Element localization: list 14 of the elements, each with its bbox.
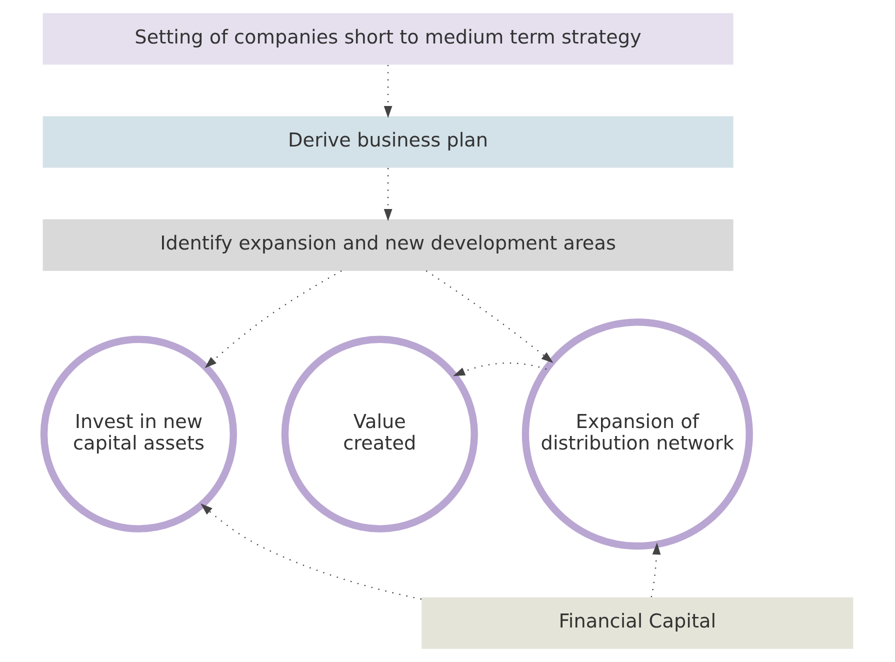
node-circle: Value created <box>280 336 478 532</box>
arrow <box>425 270 553 364</box>
node-box: Financial Capital <box>421 597 853 649</box>
arrow <box>204 270 342 368</box>
arrow <box>452 362 546 376</box>
node-box: Identify expansion and new development areas <box>42 219 733 271</box>
arrow <box>383 168 392 222</box>
node-box: Derive business plan <box>42 116 733 168</box>
arrow <box>383 64 392 118</box>
node-circle: Invest in new capital assets <box>40 336 236 532</box>
node-circle: Expansion of distribution network <box>521 318 752 550</box>
arrow <box>650 542 660 598</box>
node-box: Setting of companies short to medium term strategy <box>42 13 733 65</box>
arrow <box>200 504 422 600</box>
